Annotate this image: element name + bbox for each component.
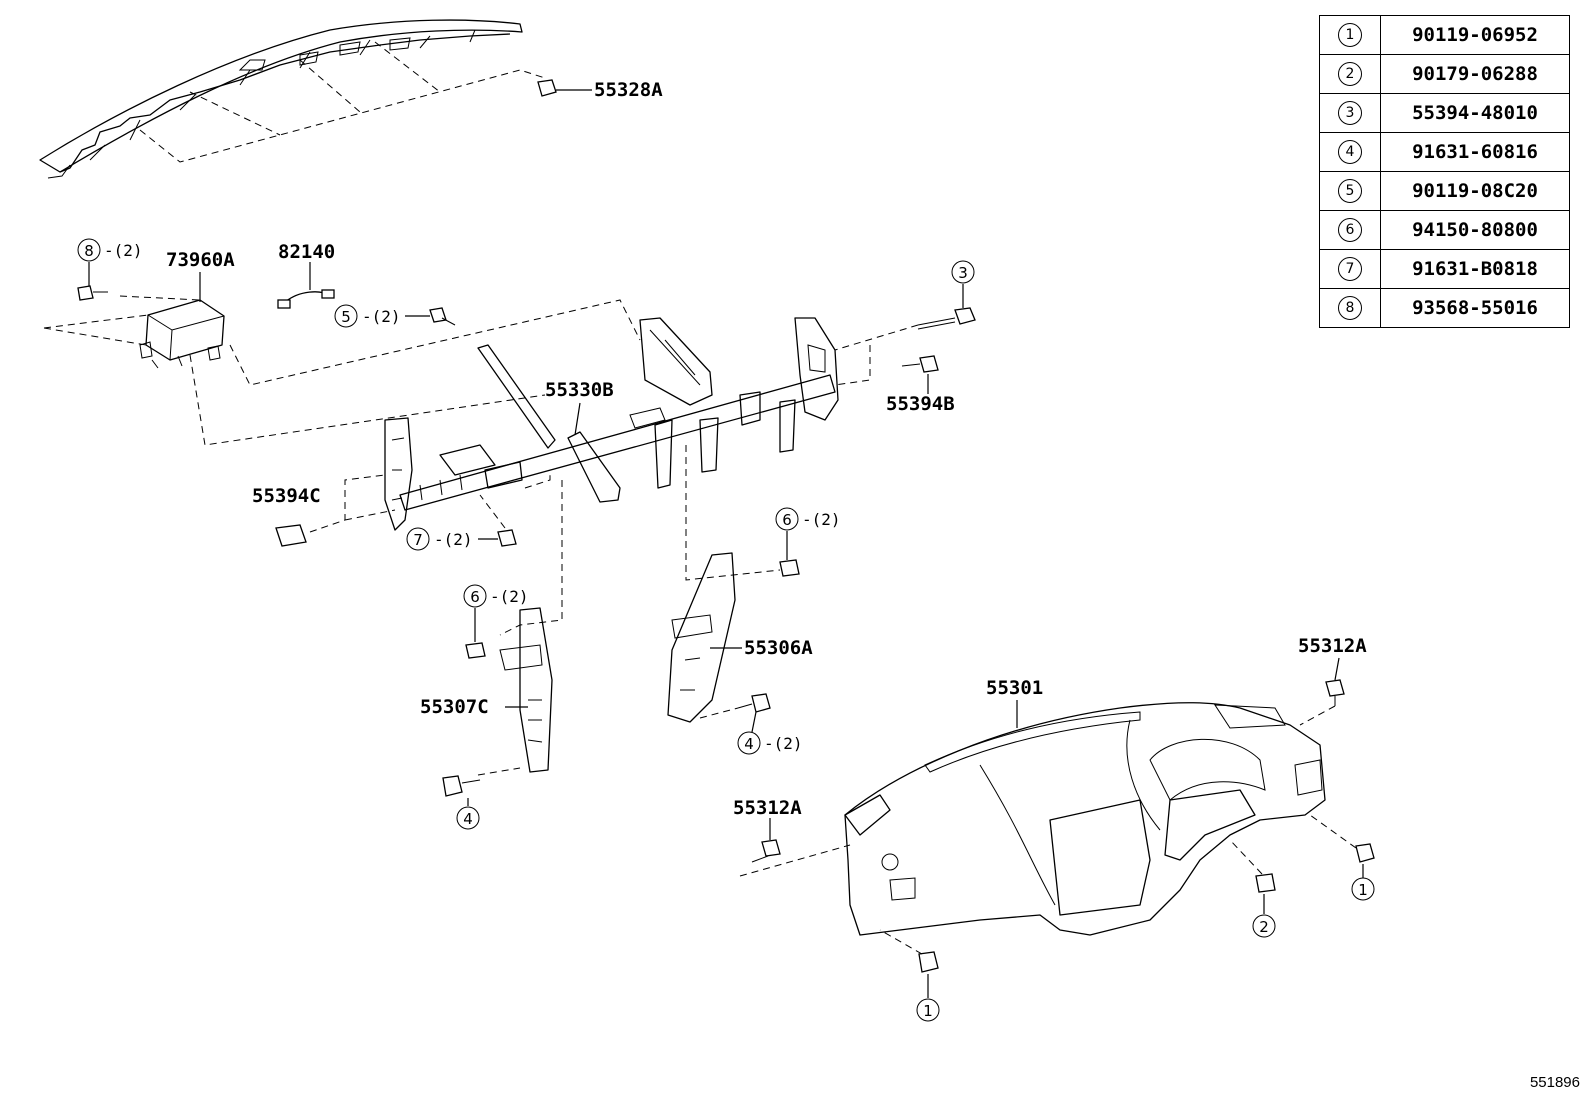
svg-text:1: 1	[923, 1002, 933, 1020]
svg-text:8: 8	[84, 242, 94, 260]
svg-text:-(2): -(2)	[104, 241, 143, 260]
legend-key: 6	[1319, 210, 1381, 250]
svg-text:4: 4	[463, 810, 473, 828]
clip-55312A-right	[1299, 657, 1345, 726]
svg-text:5: 5	[341, 308, 351, 326]
legend-row: 5 90119-08C20	[1319, 171, 1570, 211]
nut-2: 2	[1229, 839, 1276, 938]
legend-key: 8	[1319, 288, 1381, 328]
legend-part-number: 90119-06952	[1380, 15, 1570, 55]
label-55330B: 55330B	[545, 379, 614, 401]
legend-key-circle: 2	[1338, 62, 1362, 86]
legend-row: 8 93568-55016	[1319, 288, 1570, 328]
legend-key: 2	[1319, 54, 1381, 94]
clip-55312A-left	[739, 818, 851, 877]
legend-key-circle: 4	[1338, 140, 1362, 164]
legend-part-number: 91631-B0818	[1380, 249, 1570, 289]
upper-panel-reinforcement	[39, 19, 546, 179]
legend-key-circle: 7	[1338, 257, 1362, 281]
legend-key: 1	[1319, 15, 1381, 55]
nut-55394C	[275, 474, 396, 547]
legend-key: 7	[1319, 249, 1381, 289]
label-55301: 55301	[986, 677, 1043, 699]
svg-text:6: 6	[782, 511, 792, 529]
brace-55306A	[667, 445, 781, 723]
legend-key-circle: 6	[1338, 218, 1362, 242]
bolt-1-right: 1	[1309, 814, 1375, 901]
wire-harness-82140	[277, 262, 335, 309]
svg-text:6: 6	[470, 588, 480, 606]
legend-key: 4	[1319, 132, 1381, 172]
legend-row: 1 90119-06952	[1319, 15, 1570, 55]
legend-part-number: 90119-08C20	[1380, 171, 1570, 211]
nut-6-right: 6 -(2)	[775, 507, 841, 577]
label-55394C: 55394C	[252, 485, 321, 507]
svg-text:2: 2	[1259, 918, 1269, 936]
bolt-7: 7 -(2)	[406, 470, 551, 551]
cross-car-beam-55330B	[384, 317, 839, 531]
legend-row: 2 90179-06288	[1319, 54, 1570, 94]
label-55394B: 55394B	[886, 393, 955, 415]
legend-part-number: 90179-06288	[1380, 54, 1570, 94]
label-55307C: 55307C	[420, 696, 489, 718]
svg-text:-(2): -(2)	[434, 530, 473, 549]
legend-key-circle: 1	[1338, 23, 1362, 47]
bolt-8: 8 -(2)	[77, 238, 143, 301]
label-55306A: 55306A	[744, 637, 813, 659]
bolt-5: 5 -(2)	[334, 304, 456, 328]
legend-part-number: 94150-80800	[1380, 210, 1570, 250]
legend-key: 5	[1319, 171, 1381, 211]
svg-text:-(2): -(2)	[362, 307, 401, 326]
legend-key-circle: 5	[1338, 179, 1362, 203]
label-55328A: 55328A	[594, 79, 663, 101]
legend-part-number: 91631-60816	[1380, 132, 1570, 172]
svg-text:-(2): -(2)	[802, 510, 841, 529]
bolt-55394B	[901, 355, 939, 394]
bolt-4-lower: 4	[442, 775, 481, 830]
label-55312A-right: 55312A	[1298, 635, 1367, 657]
label-82140: 82140	[278, 241, 335, 263]
legend-part-number: 55394-48010	[1380, 93, 1570, 133]
legend-row: 4 91631-60816	[1319, 132, 1570, 172]
legend-row: 3 55394-48010	[1319, 93, 1570, 133]
catalog-number: 551896	[1529, 1074, 1580, 1091]
bolt-3: 3	[834, 260, 976, 386]
clip-55328A	[537, 79, 592, 97]
bolt-4-right: 4 -(2)	[737, 693, 803, 755]
label-73960A: 73960A	[166, 249, 235, 271]
legend-key-circle: 8	[1338, 296, 1362, 320]
nut-6-left: 6 -(2)	[463, 584, 529, 659]
legend-key: 3	[1319, 93, 1381, 133]
svg-text:4: 4	[744, 735, 754, 753]
legend-row: 6 94150-80800	[1319, 210, 1570, 250]
brace-55307C	[477, 480, 563, 776]
svg-text:7: 7	[413, 531, 423, 549]
part-number-legend-table: 1 90119-06952 2 90179-06288 3 55394-48010 4 916…	[1319, 15, 1570, 328]
svg-text:-(2): -(2)	[764, 734, 803, 753]
instrument-panel-55301	[844, 700, 1326, 936]
legend-key-circle: 3	[1338, 101, 1362, 125]
legend-row: 7 91631-B0818	[1319, 249, 1570, 289]
legend-part-number: 93568-55016	[1380, 288, 1570, 328]
svg-text:3: 3	[958, 264, 968, 282]
bolt-1-bottom: 1	[879, 929, 940, 1022]
label-55312A-left: 55312A	[733, 797, 802, 819]
svg-text:-(2): -(2)	[490, 587, 529, 606]
callout-circle-8	[77, 238, 101, 262]
svg-text:1: 1	[1358, 881, 1368, 899]
